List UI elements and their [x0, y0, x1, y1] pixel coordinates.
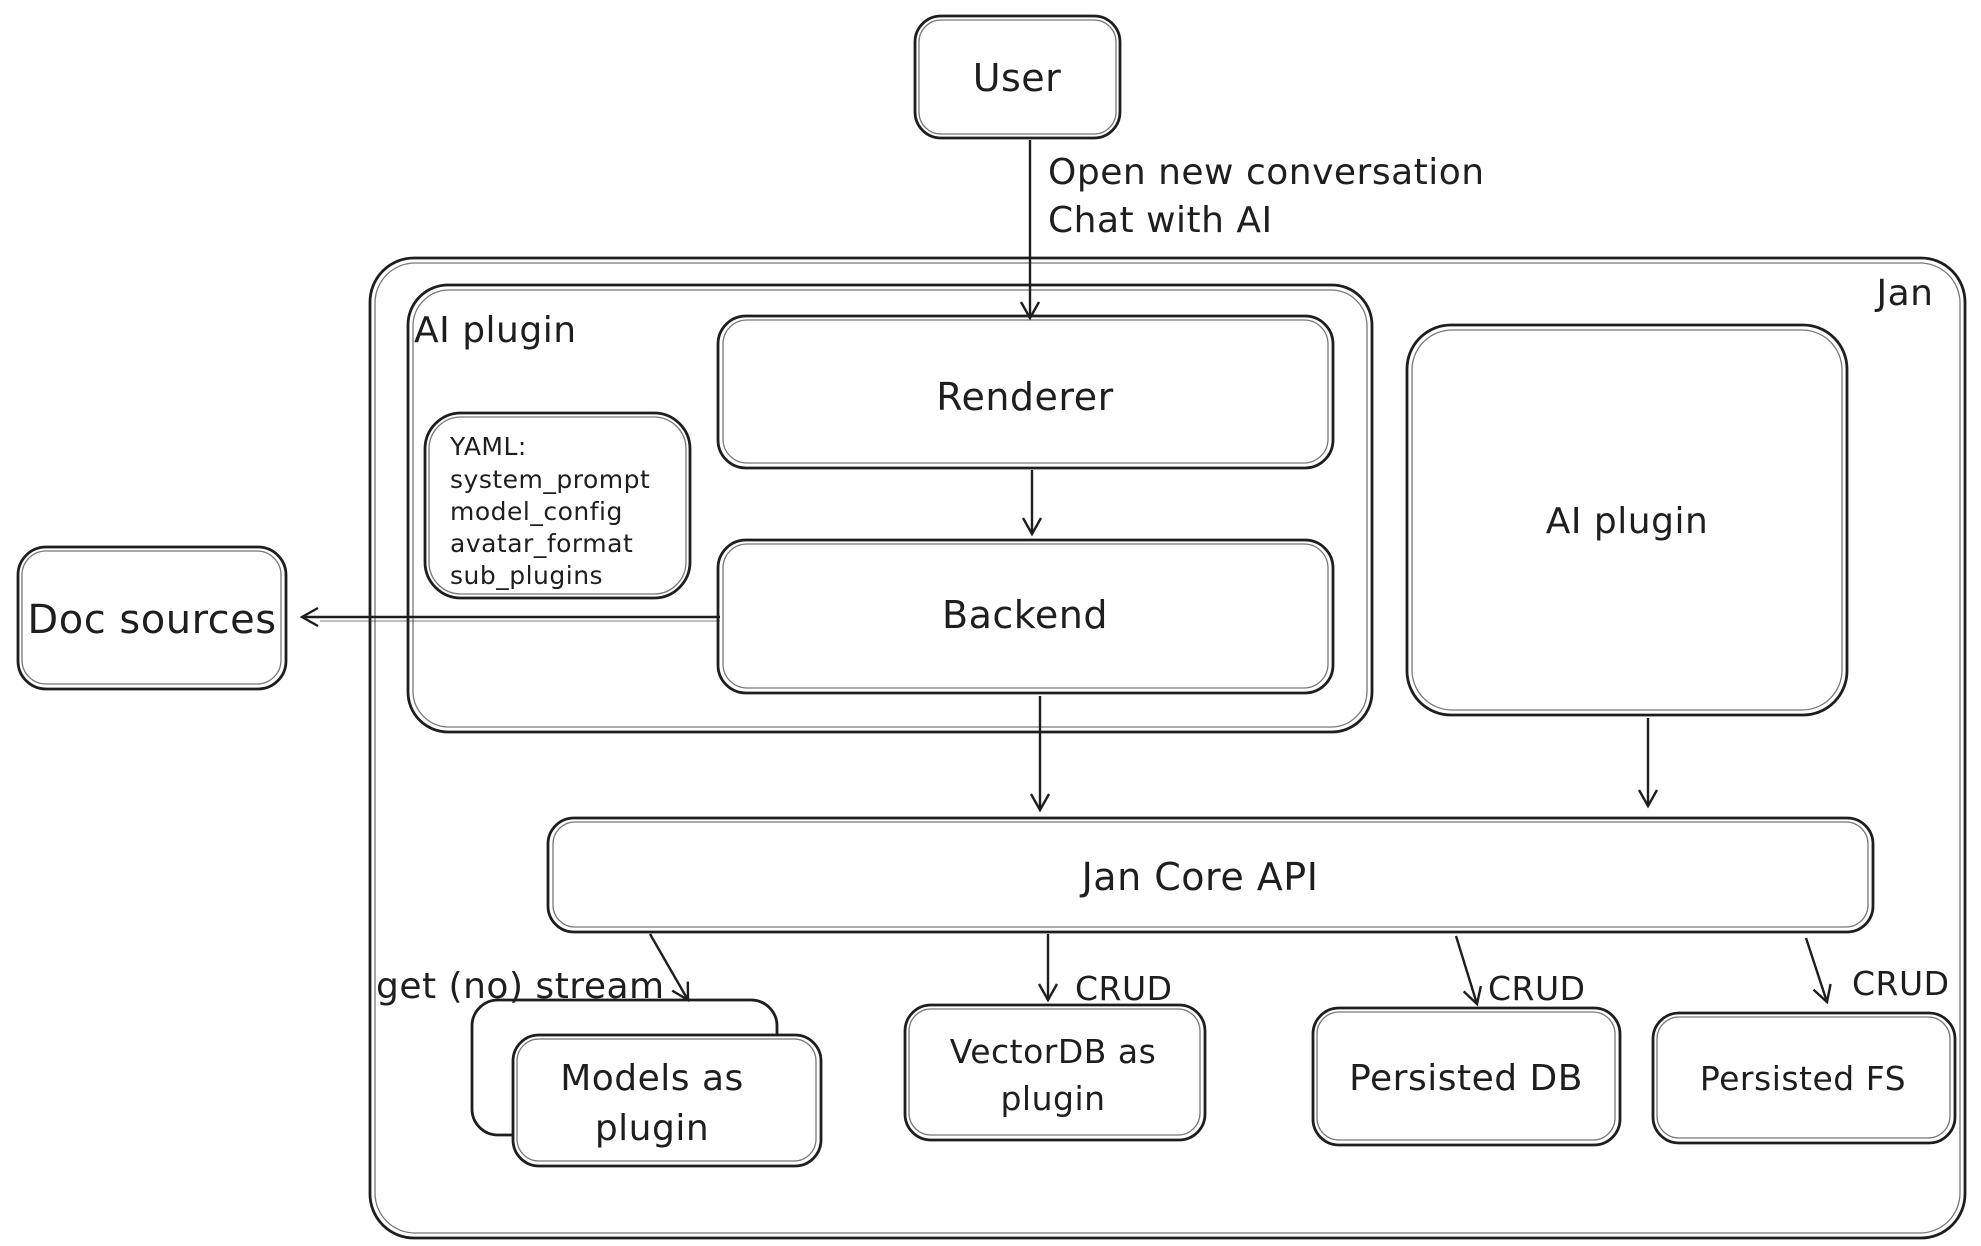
- vectordb-border: [903, 1003, 1207, 1142]
- yaml-note-border-sketch: [428, 416, 687, 595]
- jan-container-border-sketch: [374, 262, 1961, 1234]
- models-plugin-front-border-sketch: [516, 1038, 817, 1162]
- edge-models-label: get (no) stream: [376, 966, 665, 1007]
- edge-jan-core-to-models: [648, 933, 690, 1003]
- node-doc-sources: Doc sources: [16, 545, 288, 691]
- edge-vectordb-label: CRUD: [1075, 969, 1173, 1008]
- vectordb-label-line2: plugin: [1000, 1079, 1105, 1118]
- ai-plugin-right-border: [1405, 323, 1849, 717]
- yaml-note-line: sub_plugins: [450, 561, 603, 590]
- renderer-label: Renderer: [936, 375, 1113, 419]
- node-backend: Backend: [716, 538, 1335, 695]
- yaml-note-border: [423, 411, 692, 600]
- ai-plugin-container-border-sketch: [412, 289, 1368, 728]
- backend-border-sketch: [722, 543, 1329, 689]
- node-yaml-note: YAML: system_prompt model_config avatar_…: [423, 411, 692, 600]
- node-persisted-fs: Persisted FS: [1651, 1011, 1957, 1145]
- yaml-note-line: model_config: [450, 497, 623, 526]
- jan-core-api-border: [546, 816, 1875, 934]
- ai-plugin-container-label: AI plugin: [414, 310, 577, 351]
- node-persisted-db: Persisted DB: [1311, 1006, 1622, 1147]
- node-ai-plugin-right: AI plugin: [1405, 323, 1849, 717]
- user-border-sketch: [918, 19, 1117, 135]
- yaml-note-line: system_prompt: [450, 465, 650, 494]
- doc-sources-border: [16, 545, 288, 691]
- jan-core-api-label: Jan Core API: [1080, 855, 1319, 899]
- persisted-fs-border: [1651, 1011, 1957, 1145]
- edge-persisted-fs-label: CRUD: [1852, 964, 1950, 1003]
- persisted-db-label: Persisted DB: [1349, 1058, 1583, 1099]
- persisted-db-border-sketch: [1316, 1011, 1616, 1141]
- edge-persisted-db-label: CRUD: [1488, 969, 1586, 1008]
- edge-user-label-line1: Open new conversation: [1048, 152, 1485, 193]
- jan-container-label: Jan: [1875, 273, 1934, 314]
- persisted-db-border: [1311, 1006, 1622, 1147]
- vectordb-border-sketch: [908, 1008, 1201, 1136]
- node-models-plugin: Models as plugin: [470, 998, 823, 1168]
- models-plugin-label-line2: plugin: [595, 1108, 709, 1149]
- edges-layer: Open new conversation Chat with AI get (…: [299, 140, 1950, 1008]
- node-user: User: [913, 14, 1122, 140]
- vectordb-label-line1: VectorDB as: [950, 1032, 1157, 1071]
- node-renderer: Renderer: [716, 314, 1335, 470]
- yaml-note-line: YAML:: [449, 432, 527, 461]
- edge-jan-core-to-persisted-fs: [1804, 937, 1832, 1005]
- models-plugin-front-border: [511, 1033, 823, 1168]
- doc-sources-border-sketch: [21, 550, 282, 685]
- node-jan-core-api: Jan Core API: [546, 816, 1875, 934]
- jan-core-api-border-sketch: [552, 821, 1869, 928]
- backend-label: Backend: [942, 593, 1108, 637]
- yaml-note-line: avatar_format: [450, 529, 633, 558]
- persisted-fs-label: Persisted FS: [1700, 1059, 1906, 1098]
- doc-sources-label: Doc sources: [27, 597, 276, 643]
- persisted-fs-border-sketch: [1656, 1016, 1951, 1139]
- models-plugin-label-line1: Models as: [560, 1058, 744, 1099]
- node-vectordb-plugin: VectorDB as plugin: [903, 1003, 1207, 1142]
- ai-plugin-right-label: AI plugin: [1546, 501, 1709, 542]
- user-label: User: [973, 56, 1062, 100]
- edge-jan-core-to-persisted-db: [1454, 935, 1483, 1007]
- user-border: [913, 14, 1122, 140]
- edge-user-label-line2: Chat with AI: [1048, 200, 1273, 241]
- ai-plugin-right-border-sketch: [1411, 329, 1843, 711]
